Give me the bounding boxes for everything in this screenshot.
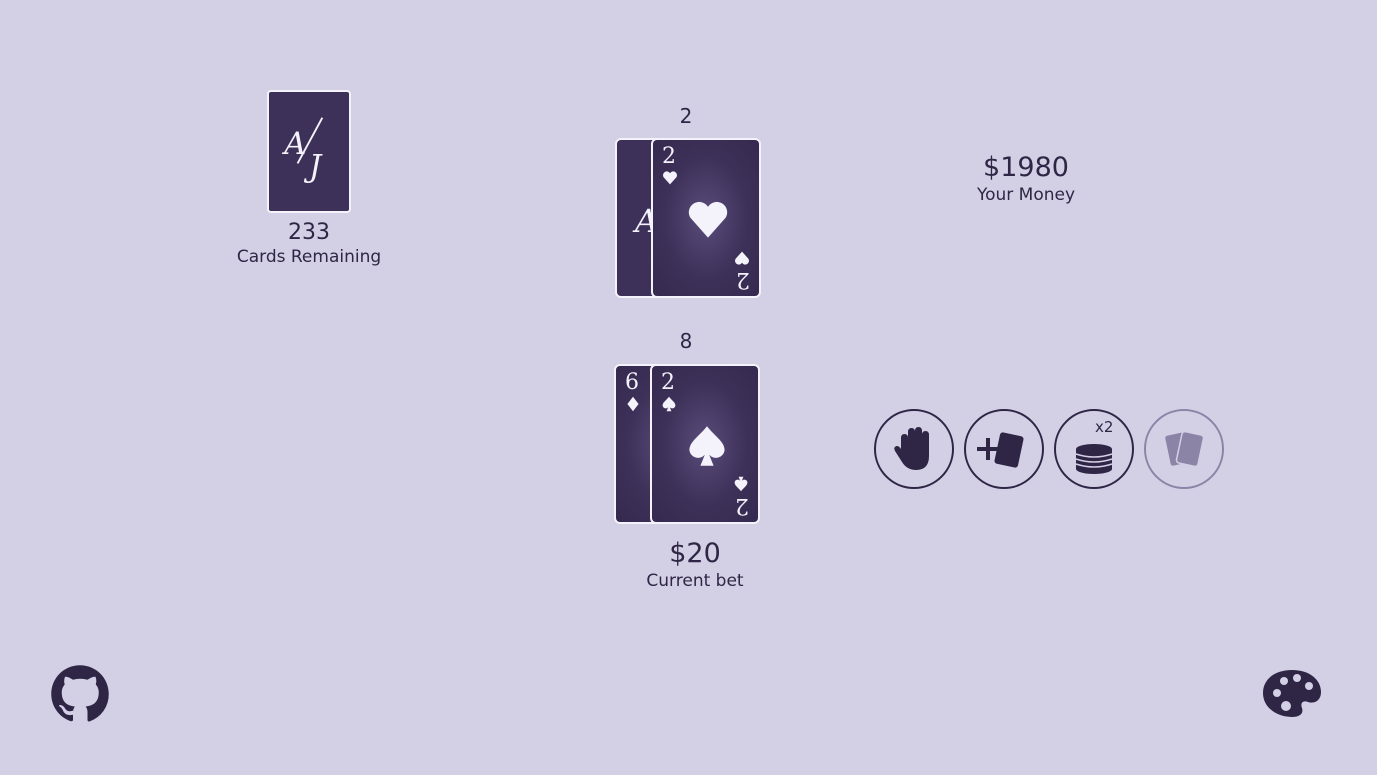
cards-icon [1163,430,1205,468]
deck-remaining: 233 Cards Remaining [229,220,389,268]
stand-button[interactable] [874,409,954,489]
card-rank-bottom: 2 [735,493,749,518]
spade-icon [662,396,676,412]
card-rank: 2 [661,370,675,395]
bet-label: Current bet [646,571,744,591]
dealer-score: 2 [679,104,693,128]
split-button[interactable] [1144,409,1224,489]
heart-icon [663,171,677,185]
github-icon [51,665,109,722]
spade-icon [689,426,725,466]
add-card-icon [977,432,1024,468]
diamond-icon [627,396,639,412]
hand-icon [894,427,929,470]
deck-card: A J [267,90,351,213]
heart-icon [735,251,749,265]
double-label: x2 [1095,418,1114,436]
player-score: 8 [679,329,693,353]
double-button[interactable]: x2 [1054,409,1134,489]
card-rank-bottom: 2 [736,267,750,292]
card-rank: 2 [662,144,676,169]
svg-text:A: A [281,127,306,162]
money-label: Your Money [976,185,1076,205]
spade-icon [734,476,748,492]
hit-button[interactable] [964,409,1044,489]
card-rank: 6 [625,370,639,395]
palette-icon [1263,670,1321,717]
chips-icon [1075,444,1113,474]
theme-button[interactable] [1262,668,1322,718]
current-bet: $20 Current bet [615,538,775,592]
player-card-spade: 2 2 [650,364,760,524]
heart-icon [688,201,728,238]
cards-remaining-count: 233 [288,220,330,245]
dealer-card-heart: 2 2 [651,138,761,298]
bet-amount: $20 [669,538,721,569]
github-link[interactable] [50,664,110,724]
money-amount: $1980 [983,152,1069,183]
your-money: $1980 Your Money [936,152,1116,206]
cards-remaining-label: Cards Remaining [236,247,382,267]
deck-logo: A J [281,117,324,185]
